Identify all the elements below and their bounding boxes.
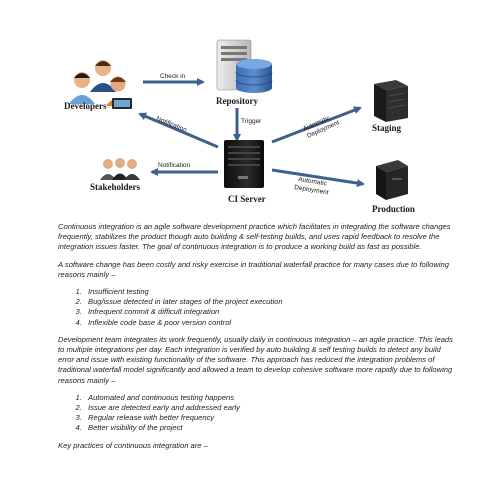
paragraph-development-team: Development team integrates its work fre… bbox=[58, 334, 453, 385]
list-ci-reasons: Automated and continuous testing happens… bbox=[58, 393, 453, 434]
stakeholders-label: Stakeholders bbox=[90, 182, 141, 192]
paragraph-waterfall: A software change has been costly and ri… bbox=[58, 259, 449, 279]
edge-label-trigger: Trigger bbox=[241, 118, 262, 125]
edge-label-auto-deploy-production-1: Automatic bbox=[298, 176, 328, 188]
list-item: Inflexible code base & poor version cont… bbox=[84, 318, 453, 328]
production-server-icon bbox=[376, 160, 408, 200]
edge-check-in: Check in bbox=[143, 73, 205, 86]
edge-auto-deploy-staging: Automatic Deployment bbox=[271, 106, 362, 144]
list-item: Regular release with better frequency bbox=[84, 413, 453, 423]
staging-server-icon bbox=[374, 80, 408, 122]
list-waterfall-reasons: Insufficient testing Bug/issue detected … bbox=[58, 287, 453, 328]
repository-icon bbox=[216, 39, 273, 93]
production-label: Production bbox=[372, 204, 415, 214]
developers-label: Developers bbox=[64, 101, 107, 111]
stakeholders-node: Stakeholders bbox=[90, 158, 141, 192]
edge-label-notification-stake: Notification bbox=[158, 162, 191, 169]
developers-node: Developers bbox=[64, 60, 132, 111]
ci-diagram: Check in Trigger Notification Notificati… bbox=[64, 39, 415, 214]
document-body: Continuous integration is an agile softw… bbox=[58, 222, 453, 458]
edge-trigger: Trigger bbox=[233, 108, 262, 142]
edge-label-notification-dev: Notification bbox=[155, 115, 188, 134]
repository-node: Repository bbox=[216, 39, 273, 106]
edge-notification-developers: Notification bbox=[138, 112, 219, 149]
ci-server-icon bbox=[224, 140, 264, 188]
ci-server-node: CI Server bbox=[224, 140, 266, 204]
list-item: Automated and continuous testing happens bbox=[84, 393, 453, 403]
developers-icon bbox=[69, 60, 132, 109]
repository-label: Repository bbox=[216, 96, 258, 106]
staging-label: Staging bbox=[372, 123, 402, 133]
list-item: Insufficient testing bbox=[84, 287, 453, 297]
list-item: Better visibility of the project bbox=[84, 423, 453, 433]
list-item: Bug/issue detected in later stages of th… bbox=[84, 297, 453, 307]
staging-node: Staging bbox=[372, 80, 408, 133]
ci-server-label: CI Server bbox=[228, 194, 266, 204]
paragraph-key-practices: Key practices of continuous integration … bbox=[58, 440, 208, 450]
edge-notification-stakeholders: Notification bbox=[150, 162, 218, 176]
stakeholders-icon bbox=[100, 158, 140, 180]
list-item: Issue are detected early and addressed e… bbox=[84, 403, 453, 413]
paragraph-intro: Continuous integration is an agile softw… bbox=[58, 222, 451, 252]
edge-label-check-in: Check in bbox=[160, 73, 186, 80]
list-item: Infrequent commit & difficult integratio… bbox=[84, 307, 453, 317]
production-node: Production bbox=[372, 160, 415, 214]
edge-auto-deploy-production: Automatic Deployment bbox=[271, 168, 365, 196]
